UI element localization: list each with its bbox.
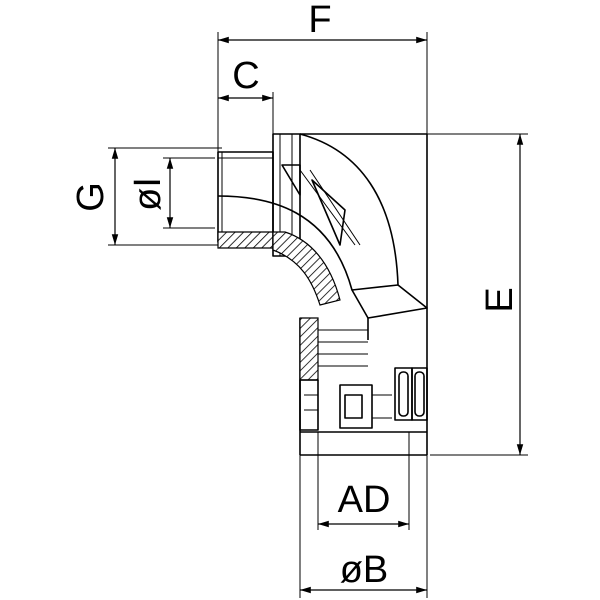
- dim-label-e: E: [479, 287, 521, 312]
- elbow-wall-section: [272, 231, 341, 306]
- dim-label-f: F: [308, 0, 331, 41]
- dimension-labels: F C G øI E AD øB: [70, 0, 521, 591]
- dim-label-ad: AD: [338, 479, 391, 521]
- coupling-body: [299, 134, 428, 456]
- dimension-lines: [108, 32, 528, 598]
- elbow-outer-curve: [299, 133, 399, 286]
- dim-label-b: øB: [340, 549, 389, 591]
- dim-label-i: øI: [127, 177, 169, 211]
- elbow-inner-curve: [217, 195, 353, 291]
- coupling-flare: [351, 284, 428, 319]
- threaded-end: [217, 151, 274, 249]
- dim-label-g: G: [70, 182, 112, 212]
- fitting-body: [217, 133, 428, 456]
- dim-label-c: C: [232, 55, 259, 97]
